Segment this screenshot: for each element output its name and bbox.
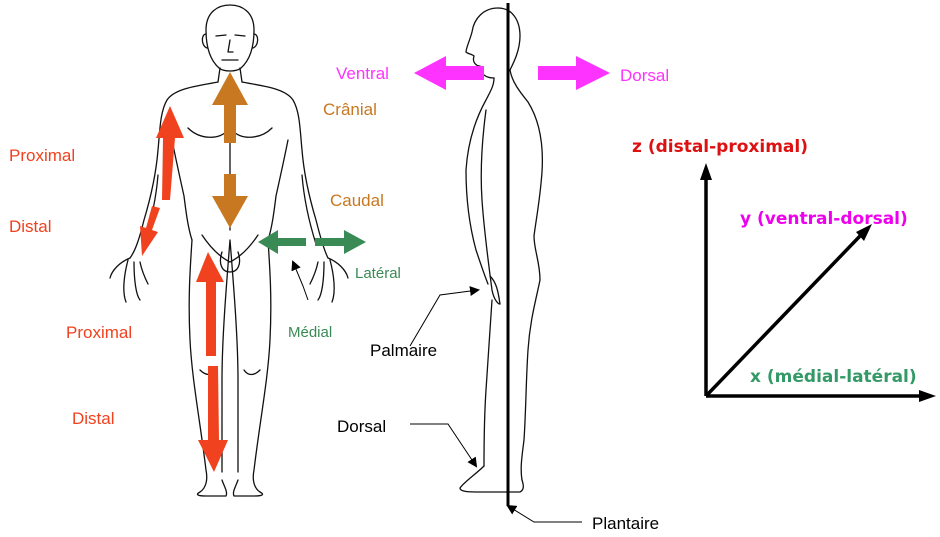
cranial-label: Crânial: [323, 101, 377, 118]
dorsal-arrow: [538, 56, 610, 90]
lateral-label: Latéral: [355, 266, 401, 281]
arm-proximal-distal-arrow: [140, 106, 184, 256]
y-axis-label: y (ventral-dorsal): [740, 211, 908, 228]
dorsal-foot-label: Dorsal: [337, 418, 386, 435]
dorsal-top-label: Dorsal: [620, 67, 669, 84]
x-axis-label: x (médial-latéral): [750, 369, 917, 386]
z-axis-label: z (distal-proximal): [632, 139, 808, 156]
x-axis-arrowhead: [919, 390, 936, 402]
medial-lateral-arrows: [258, 230, 366, 254]
leg-proximal-distal-arrow: [196, 252, 228, 472]
plantar-leader: [508, 506, 582, 522]
z-axis-arrowhead: [700, 163, 712, 180]
palmar-label: Palmaire: [370, 342, 437, 359]
leader-lines: [293, 262, 582, 522]
medial-leader: [293, 262, 308, 300]
leg-proximal-label: Proximal: [66, 324, 132, 341]
arm-distal-label: Distal: [9, 218, 52, 235]
dorsal-foot-leader: [410, 424, 476, 466]
side-body-figure: [460, 8, 542, 492]
caudal-arrow: [212, 174, 248, 228]
arm-proximal-label: Proximal: [9, 147, 75, 164]
ventral-label: Ventral: [336, 65, 389, 82]
palmar-leader: [410, 290, 478, 346]
caudal-label: Caudal: [330, 192, 384, 209]
leg-distal-label: Distal: [72, 410, 115, 427]
medial-label: Médial: [288, 325, 332, 340]
plantar-label: Plantaire: [592, 515, 659, 532]
